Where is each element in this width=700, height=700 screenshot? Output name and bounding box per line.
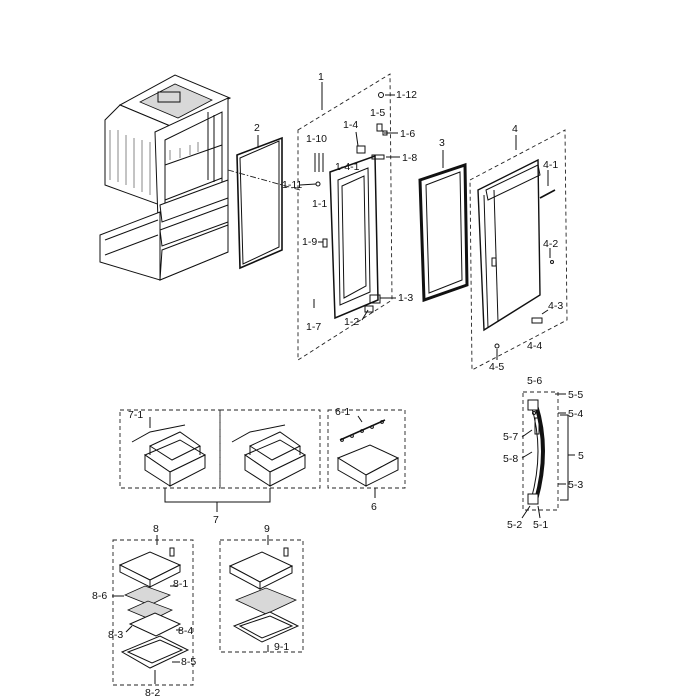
- part-6-door-bin-group: [327, 409, 406, 498]
- label-5-1: 5-1: [533, 519, 548, 531]
- part-1-door-liner-group: [297, 73, 400, 361]
- label-4: 4: [512, 123, 518, 135]
- part-5-door-handle-group: [521, 391, 575, 519]
- label-9: 9: [264, 523, 270, 535]
- label-1-4-1: 1-4-1: [335, 161, 360, 173]
- label-5-2: 5-2: [507, 519, 522, 531]
- label-1-12: 1-12: [396, 89, 417, 101]
- label-8-4: 8-4: [178, 625, 193, 637]
- label-5-4: 5-4: [568, 408, 583, 420]
- label-8: 8: [153, 523, 159, 535]
- label-1-7: 1-7: [306, 321, 321, 333]
- label-9-1: 9-1: [274, 641, 289, 653]
- label-1-3: 1-3: [398, 292, 413, 304]
- label-1-5: 1-5: [370, 107, 385, 119]
- part-3-door-gasket: [418, 150, 469, 303]
- label-4-1: 4-1: [543, 159, 558, 171]
- label-5-5: 5-5: [568, 389, 583, 401]
- label-5-6: 5-6: [527, 375, 542, 387]
- label-8-6: 8-6: [92, 590, 107, 602]
- refrigerator-cabinet: [99, 74, 232, 281]
- part-labels: 1 1-12 1-5 1-4 1-6 1-10 1-8 1-4-1 1-11 1…: [92, 71, 584, 699]
- label-7: 7: [213, 514, 219, 526]
- label-1-11: 1-11: [282, 179, 302, 191]
- part-2-gasket: [227, 135, 301, 270]
- label-4-3: 4-3: [548, 300, 563, 312]
- label-5-3: 5-3: [568, 479, 583, 491]
- label-4-5: 4-5: [489, 361, 504, 373]
- label-8-3: 8-3: [108, 629, 123, 641]
- label-7-1: 7-1: [128, 409, 143, 421]
- label-1-6: 1-6: [400, 128, 415, 140]
- label-5: 5: [578, 450, 584, 462]
- label-8-2: 8-2: [145, 687, 160, 699]
- label-1-10: 1-10: [306, 133, 327, 145]
- part-8-drawer-cover-group: [112, 535, 194, 686]
- part-7-door-bins-group: [119, 409, 321, 512]
- label-1-2: 1-2: [344, 316, 359, 328]
- label-6-1: 6-1: [335, 406, 350, 418]
- label-6: 6: [371, 501, 377, 513]
- label-8-5: 8-5: [181, 656, 196, 668]
- label-1-9: 1-9: [302, 236, 317, 248]
- label-1: 1: [318, 71, 324, 83]
- label-4-4: 4-4: [527, 340, 542, 352]
- label-8-1: 8-1: [173, 578, 188, 590]
- label-5-7: 5-7: [503, 431, 518, 443]
- label-3: 3: [439, 137, 445, 149]
- label-2: 2: [254, 122, 260, 134]
- part-9-drawer-cover-group: [219, 535, 304, 653]
- label-5-8: 5-8: [503, 453, 518, 465]
- label-4-2: 4-2: [543, 238, 558, 250]
- label-1-8: 1-8: [402, 152, 417, 164]
- label-1-4: 1-4: [343, 119, 358, 131]
- label-1-1: 1-1: [312, 198, 327, 210]
- part-4-outer-door-group: [469, 129, 568, 371]
